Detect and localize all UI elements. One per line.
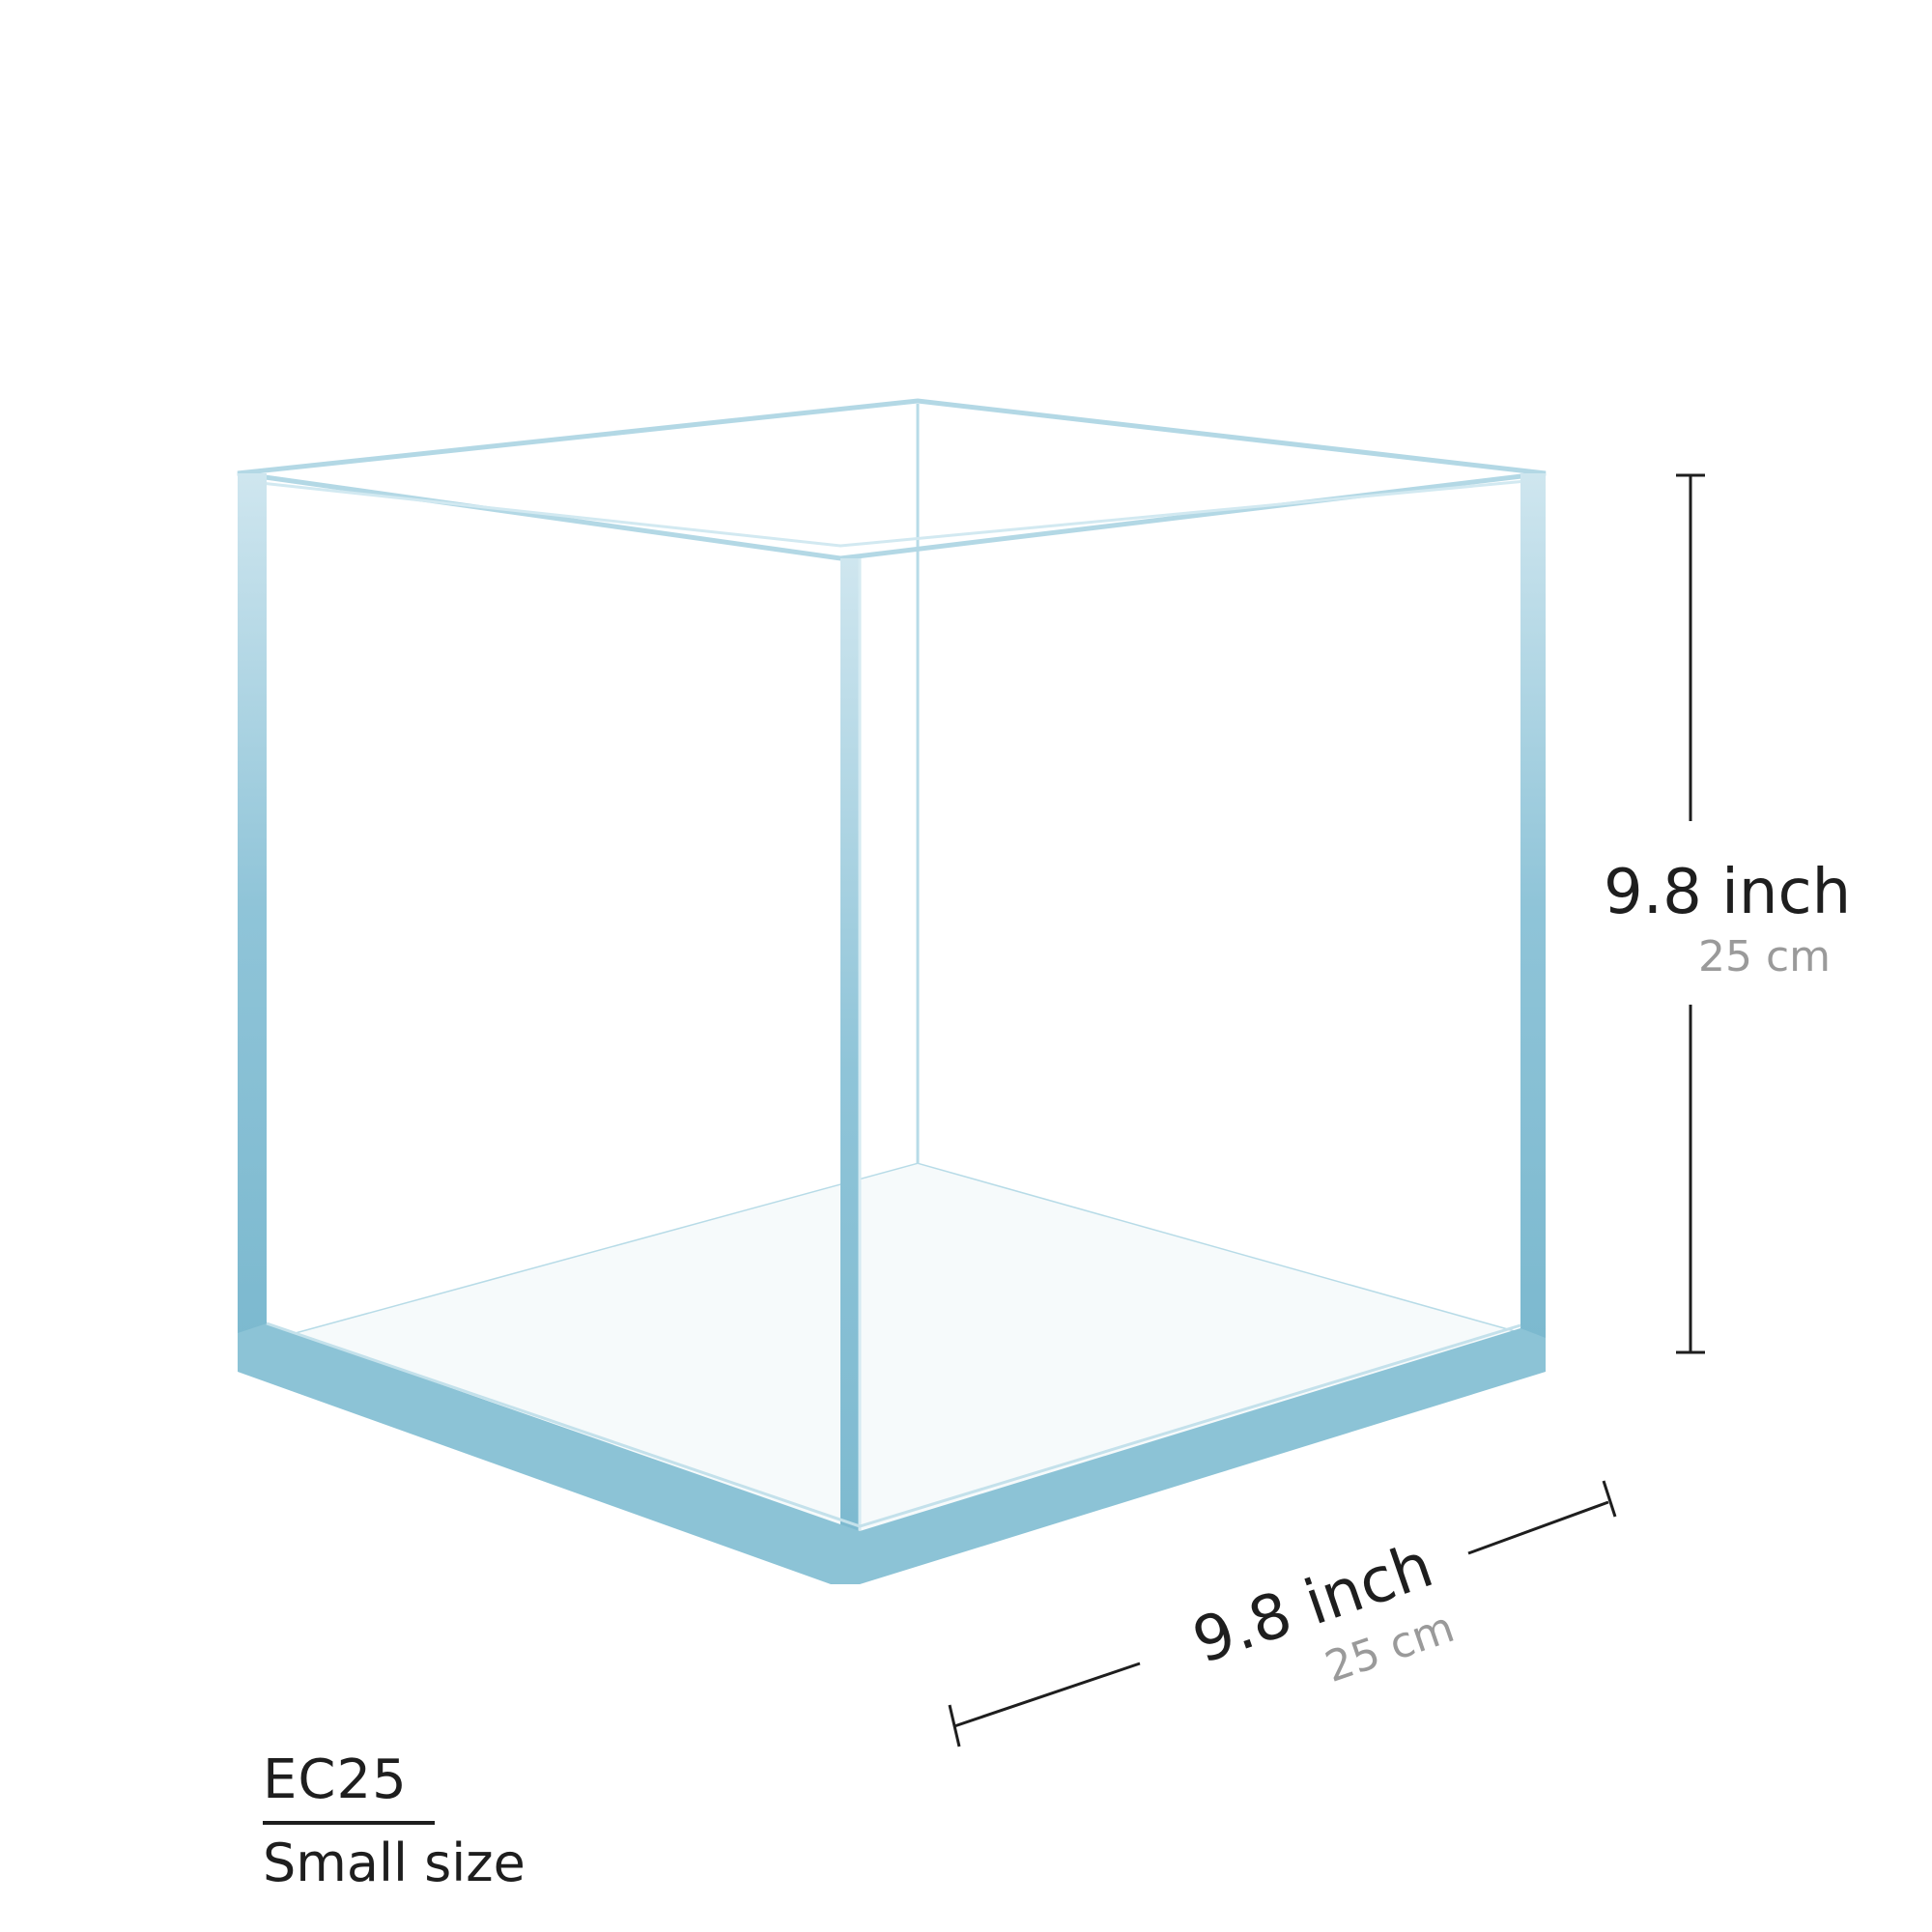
model-code: EC25 xyxy=(263,1748,408,1811)
cube-bottom-left-edge xyxy=(238,1323,860,1584)
size-label: Small size xyxy=(263,1833,526,1893)
model-divider xyxy=(263,1821,435,1825)
height-dimension-line xyxy=(1676,473,1705,1354)
cube-right-edge xyxy=(1520,473,1546,1343)
height-cm-label: 25 cm xyxy=(1698,932,1831,981)
cube-top-rim-inner xyxy=(260,479,1527,548)
height-inch-label: 9.8 inch xyxy=(1604,857,1851,928)
cube-front-edge xyxy=(840,558,860,1582)
cube-bottom-right-edge xyxy=(860,1328,1546,1584)
cube-floor xyxy=(263,1164,1536,1550)
cube-left-edge xyxy=(238,473,267,1343)
cube-top-rim xyxy=(237,398,1547,561)
width-dimension-line xyxy=(948,1480,1617,1747)
